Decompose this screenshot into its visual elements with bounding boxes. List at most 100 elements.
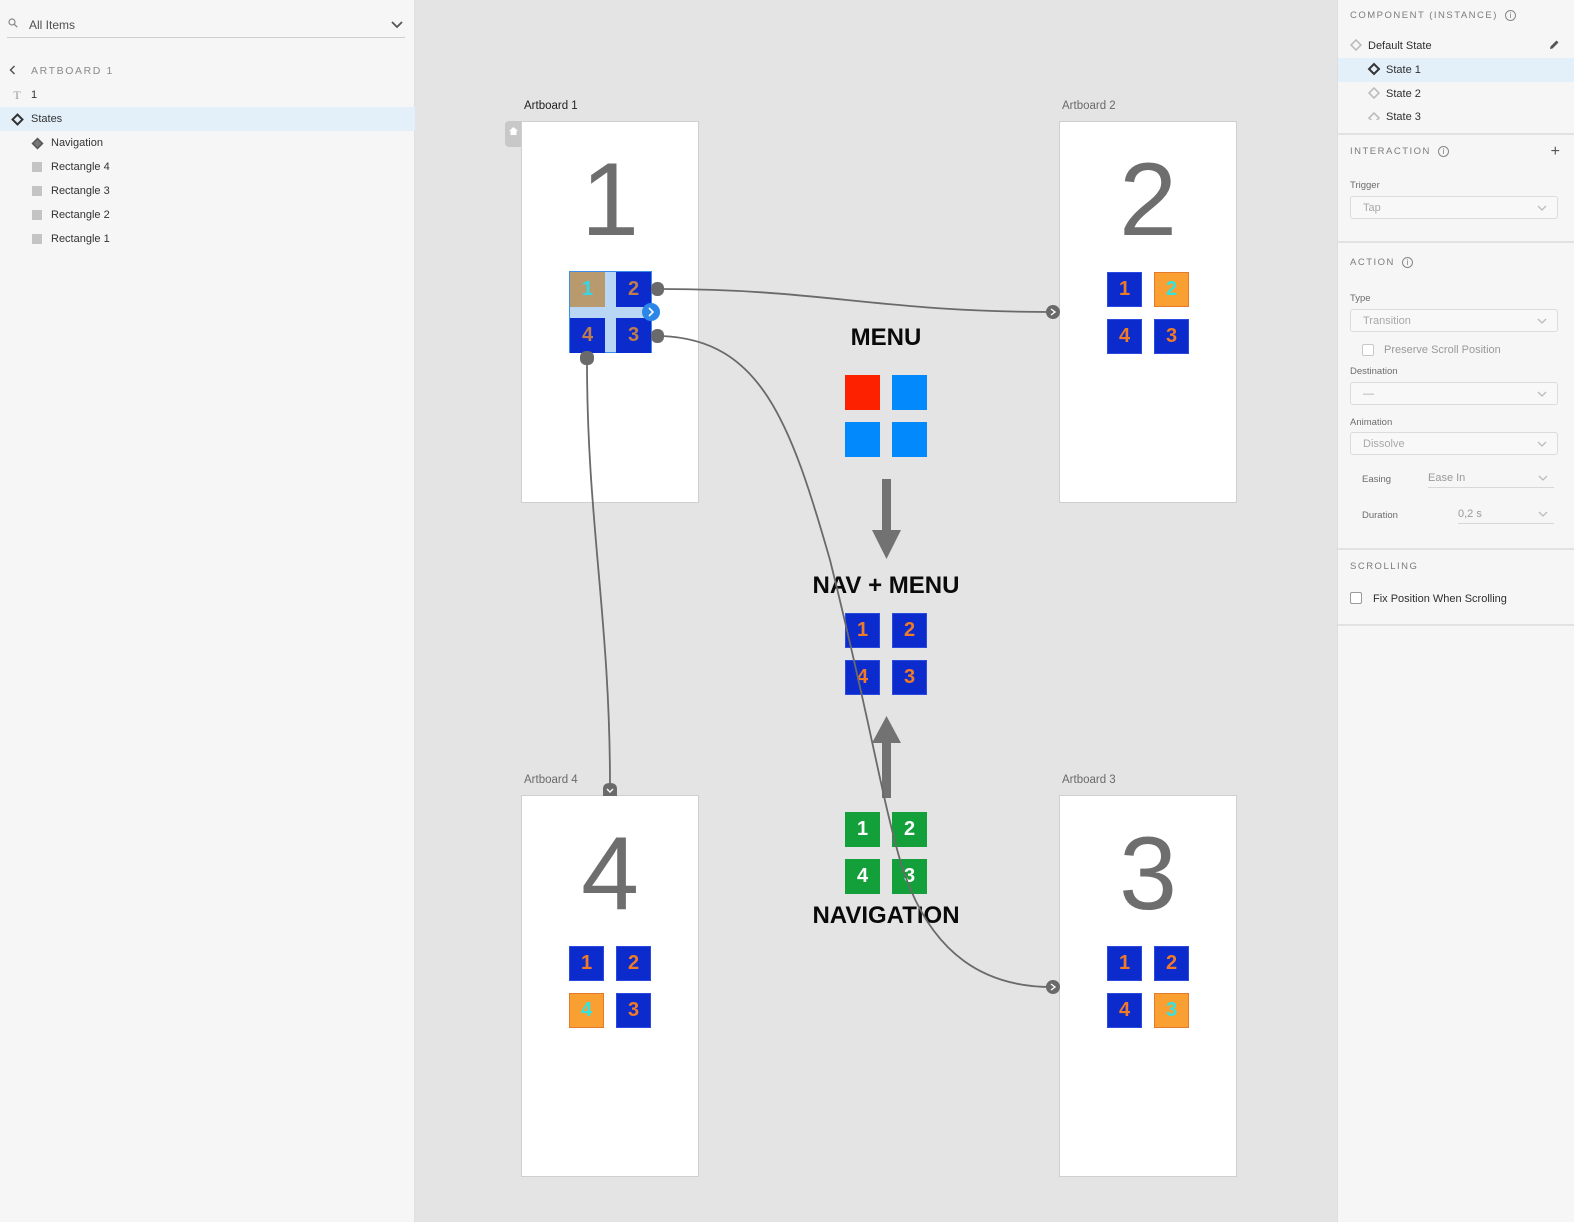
layer-label: Rectangle 4 [51, 161, 110, 173]
state-item[interactable]: Default State [1338, 34, 1574, 58]
nav-tile-3[interactable]: 3 [616, 318, 651, 353]
artboard-title[interactable]: Artboard 3 [1062, 774, 1116, 786]
state-item-selected[interactable]: State 1 [1338, 58, 1574, 82]
layer-item[interactable]: Rectangle 2 [0, 203, 415, 227]
chevron-down-icon [1537, 439, 1547, 451]
nav-tile-2[interactable]: 2 [616, 272, 651, 307]
state-diamond-icon [1367, 62, 1381, 79]
info-icon[interactable]: i [1401, 257, 1413, 268]
layer-item[interactable]: T 1 [0, 83, 415, 107]
rectangle-icon [30, 232, 44, 246]
nav-tile-3: 3 [892, 660, 927, 695]
layer-label: 1 [31, 89, 38, 101]
duration-label: Duration [1362, 510, 1398, 521]
menu-label: MENU [850, 324, 922, 351]
state-label: State 1 [1386, 64, 1421, 76]
artboard-3[interactable]: 3 [1059, 795, 1237, 1177]
action-section-title: ACTION i [1350, 257, 1413, 268]
layer-label: Navigation [51, 137, 103, 149]
breadcrumb[interactable]: ARTBOARD 1 [0, 60, 415, 82]
section-divider [1338, 548, 1574, 550]
type-dropdown[interactable]: Transition [1350, 309, 1558, 332]
nav-tile-1[interactable]: 1 [570, 272, 605, 307]
type-label: Type [1350, 293, 1371, 304]
trigger-dropdown[interactable]: Tap [1350, 196, 1558, 219]
menu-square-blue [892, 422, 927, 457]
rectangle-icon [30, 184, 44, 198]
nav-tile-2: 2 [616, 946, 651, 981]
section-divider [1338, 624, 1574, 626]
layer-label: States [31, 113, 63, 125]
state-diamond-icon [1367, 111, 1381, 120]
interaction-section-title: INTERACTION i [1350, 146, 1449, 157]
nav-tile-1: 1 [845, 812, 880, 847]
filter-value: All Items [29, 17, 76, 32]
nav-tile-4: 4 [1107, 993, 1142, 1028]
fix-position-checkbox[interactable] [1350, 592, 1362, 604]
artboard-2[interactable]: 2 [1059, 121, 1237, 503]
menu-square-blue [845, 422, 880, 457]
layer-item[interactable]: Rectangle 3 [0, 179, 415, 203]
easing-dropdown[interactable]: Ease In [1428, 468, 1554, 488]
selected-navigation-component[interactable]: 1 2 4 3 [569, 271, 652, 353]
home-icon[interactable] [505, 121, 521, 147]
type-value: Transition [1363, 314, 1411, 327]
component-icon [10, 112, 24, 126]
menu-square-red [845, 375, 880, 410]
artboard-title[interactable]: Artboard 4 [524, 774, 578, 786]
search-icon [8, 18, 22, 31]
section-title-text: ACTION [1350, 257, 1395, 268]
artboard-number: 2 [1119, 142, 1177, 258]
nav-menu-label: NAV + MENU [812, 572, 960, 599]
nav-tile-1: 1 [845, 613, 880, 648]
layer-item[interactable]: Rectangle 1 [0, 227, 415, 251]
navigation-label: NAVIGATION [812, 902, 960, 929]
artboard-number: 4 [581, 816, 639, 932]
layer-label: Rectangle 1 [51, 233, 110, 245]
nav-tile-1: 1 [1107, 946, 1142, 981]
chevron-down-icon [1538, 473, 1548, 485]
info-icon[interactable]: i [1437, 146, 1449, 157]
artboard-number: 1 [581, 142, 639, 258]
layer-filter[interactable]: All Items [7, 12, 405, 38]
info-icon[interactable]: i [1504, 10, 1516, 21]
artboard-number: 3 [1119, 816, 1177, 932]
destination-dropdown[interactable]: — [1350, 382, 1558, 405]
duration-dropdown[interactable]: 0,2 s [1458, 504, 1554, 524]
text-icon: T [13, 87, 21, 102]
layer-label: Rectangle 2 [51, 209, 110, 221]
chevron-down-icon [1538, 509, 1548, 521]
chevron-down-icon [1537, 316, 1547, 328]
animation-value: Dissolve [1363, 437, 1405, 450]
nav-tile-4: 4 [845, 660, 880, 695]
layer-item[interactable]: Rectangle 4 [0, 155, 415, 179]
menu-square-blue [892, 375, 927, 410]
rectangle-icon [30, 160, 44, 174]
navigation-instance[interactable]: 1 2 4 3 [1107, 272, 1189, 354]
navigation-instance[interactable]: 1 2 4 3 [569, 946, 651, 1028]
destination-label: Destination [1350, 366, 1398, 377]
preserve-scroll-checkbox[interactable] [1362, 344, 1374, 356]
state-item[interactable]: State 3 [1338, 106, 1574, 120]
preserve-scroll-label: Preserve Scroll Position [1384, 344, 1501, 356]
edit-pencil-icon[interactable] [1548, 39, 1560, 54]
state-item[interactable]: State 2 [1338, 82, 1574, 106]
artboard-title[interactable]: Artboard 1 [524, 100, 578, 112]
layer-item[interactable]: Navigation [0, 131, 415, 155]
artboard-title[interactable]: Artboard 2 [1062, 100, 1116, 112]
animation-label: Animation [1350, 417, 1393, 428]
navigation-instance[interactable]: 1 2 4 3 [1107, 946, 1189, 1028]
duration-value: 0,2 s [1458, 507, 1482, 520]
chevron-down-icon[interactable] [389, 17, 405, 33]
chevron-left-icon[interactable] [9, 64, 23, 78]
section-title-text: SCROLLING [1350, 561, 1419, 572]
nav-tile-4[interactable]: 4 [570, 318, 605, 353]
nav-tile-2: 2 [1154, 946, 1189, 981]
easing-label: Easing [1362, 474, 1392, 485]
layer-item-selected[interactable]: States [0, 107, 415, 131]
navigation-grid: 1 2 4 3 [845, 812, 927, 894]
trigger-label: Trigger [1350, 180, 1380, 191]
add-interaction-plus-icon[interactable]: + [1550, 143, 1560, 160]
animation-dropdown[interactable]: Dissolve [1350, 432, 1558, 455]
